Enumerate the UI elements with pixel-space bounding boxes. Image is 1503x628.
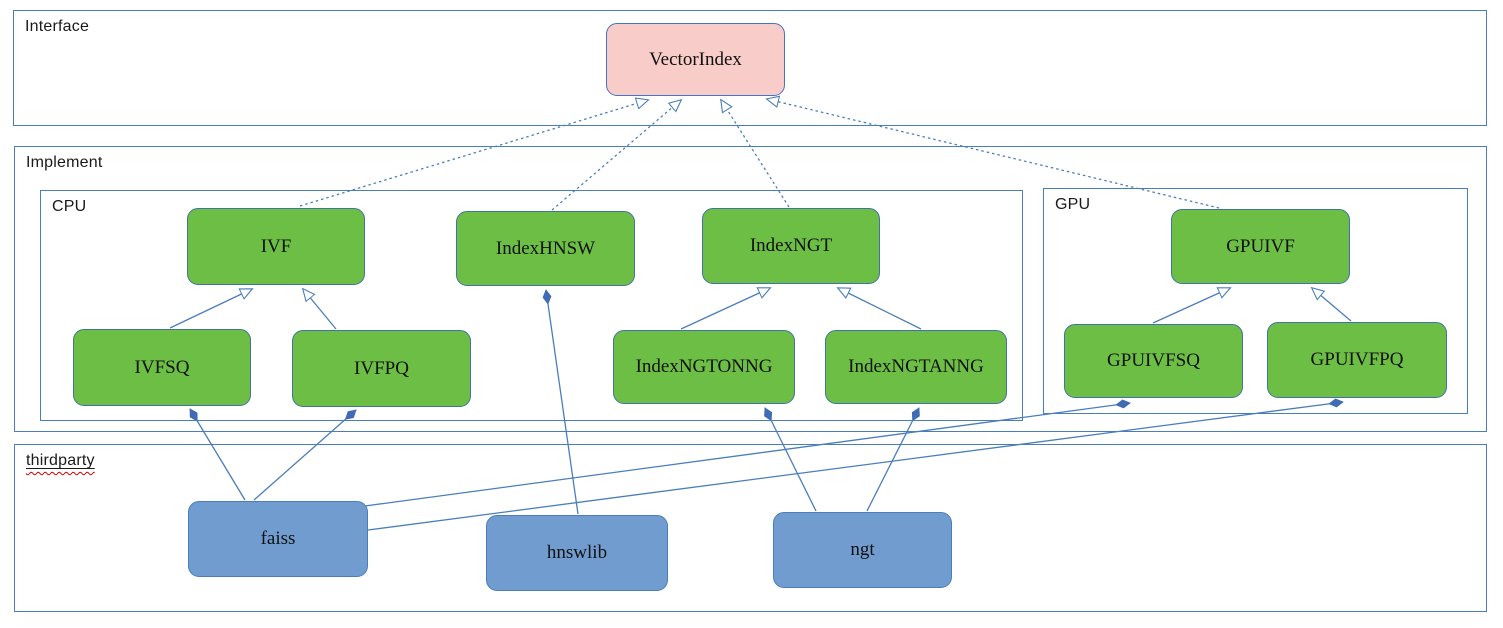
node-label-indexhnsw: IndexHNSW [495,237,596,259]
node-label-ivfsq: IVFSQ [134,356,190,378]
node-label-gpuivfsq: GPUIVFSQ [1107,350,1200,371]
node-label-ivf: IVF [260,235,292,257]
node-label-ngt: ngt [850,539,875,560]
node-label-indexngtonng: IndexNGTONNG [635,356,773,377]
node-label-indexngt: IndexNGT [749,235,833,256]
container-label-text: thirdparty [26,452,95,469]
node-label-ivfpq: IVFPQ [354,357,409,379]
node-label-hnswlib: hnswlib [546,542,608,563]
node-gpuivfpq: GPUIVFPQ [1267,322,1447,398]
node-gpuivf: GPUIVF [1171,209,1350,284]
node-label-indexngtanng: IndexNGTANNG [848,356,984,377]
container-cpu: CPU [40,190,1023,421]
node-indexngt: IndexNGT [702,208,880,284]
container-label-gpu: GPU [1055,196,1091,213]
node-label-gpuivfpq: GPUIVFPQ [1310,349,1404,370]
node-gpuivfsq: GPUIVFSQ [1064,324,1243,398]
container-interface: Interface [13,10,1487,126]
node-indexngtanng: IndexNGTANNG [825,330,1007,404]
node-ivfpq: IVFPQ [292,330,471,407]
node-ivf: IVF [187,208,365,285]
container-thirdparty: thirdparty [14,444,1487,612]
node-label-vectorindex: VectorIndex [649,48,742,70]
container-label-thirdparty: thirdparty [26,452,95,470]
node-faiss: faiss [188,501,368,577]
node-ngt: ngt [773,512,952,588]
node-indexhnsw: IndexHNSW [456,211,635,286]
container-label-implement: Implement [26,154,103,171]
node-label-faiss: faiss [260,528,296,549]
node-label-gpuivf: GPUIVF [1226,235,1295,257]
container-label-cpu: CPU [52,198,87,215]
container-gpu: GPU [1043,188,1468,414]
container-label-interface: Interface [25,18,90,35]
container-implement: Implement [14,146,1487,432]
node-indexngtonng: IndexNGTONNG [613,330,795,404]
node-hnswlib: hnswlib [486,515,668,591]
node-ivfsq: IVFSQ [73,329,251,406]
node-vectorindex: VectorIndex [606,23,785,96]
